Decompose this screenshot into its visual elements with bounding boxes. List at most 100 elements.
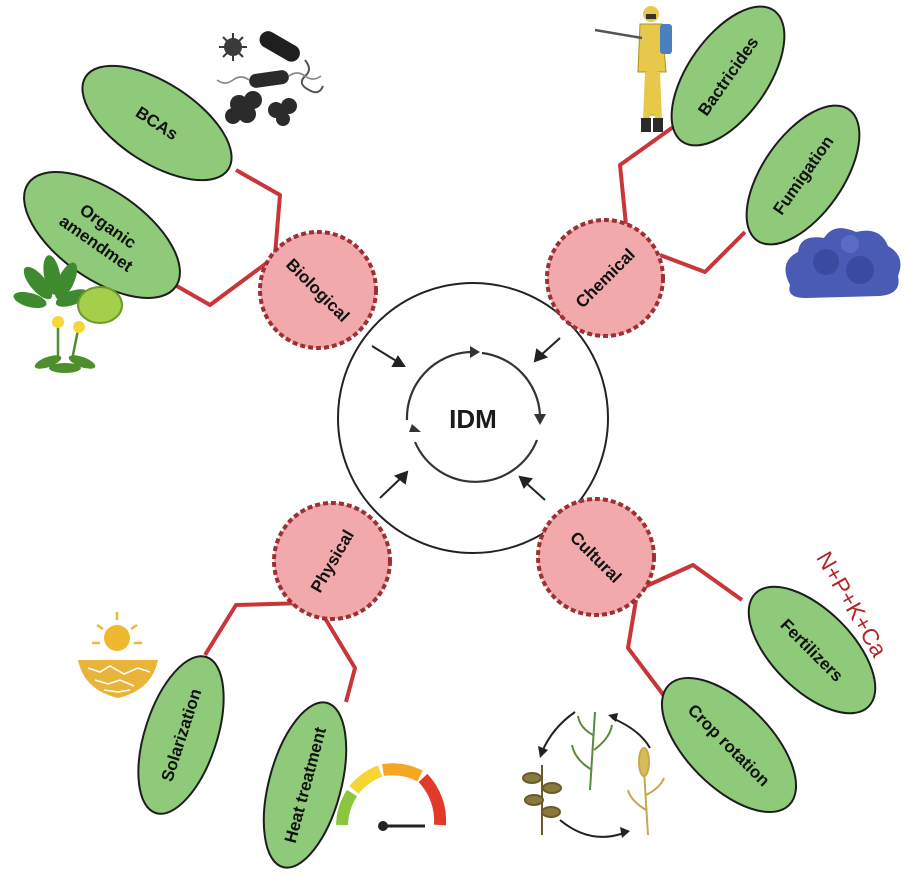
gauge-amber (382, 763, 423, 782)
method-oval (745, 104, 861, 246)
method-bcas: BCAs (81, 64, 233, 182)
arrowhead (409, 424, 421, 432)
idm-center: IDM (337, 282, 609, 554)
gauge-yellow (349, 765, 383, 794)
method-bactricides: Bactricides (670, 5, 786, 147)
sprayer-worker-icon (594, 6, 672, 132)
spray-tank (660, 24, 672, 54)
category-physical: Physical (272, 501, 392, 621)
method-oval (747, 585, 877, 715)
method-organic-amendment: Organic amendmet (23, 171, 181, 299)
flagellum (300, 59, 324, 94)
rotation-arrowheads (538, 713, 630, 838)
cycle-arrowheads (409, 346, 546, 432)
leaf (542, 782, 562, 794)
leaf (68, 355, 96, 369)
ray (96, 623, 104, 631)
arrowhead (393, 470, 409, 485)
rod-bacterium (259, 31, 300, 62)
arrowhead (470, 346, 480, 358)
cycle-arc-bottom (413, 439, 539, 483)
leaf (522, 772, 542, 784)
connector-croprotation (626, 599, 667, 699)
arrowhead (620, 827, 630, 838)
leaflet (23, 266, 53, 300)
leaf (571, 715, 613, 771)
method-fumigation: Fumigation (745, 104, 861, 246)
method-solarization: Solarization (137, 655, 225, 815)
cloud-blob (846, 256, 874, 284)
virus-spikes (219, 33, 247, 61)
rotation-arrows (541, 711, 651, 838)
method-oval (262, 701, 348, 869)
leaflet (13, 291, 47, 309)
arrow-from-biological (371, 345, 399, 363)
method-oval (81, 64, 233, 182)
leaflet (55, 289, 89, 307)
connector-bactricides (618, 123, 678, 236)
arrowhead (533, 348, 549, 363)
category-circle (258, 230, 378, 350)
connector-solarization (203, 601, 306, 657)
coccus (244, 91, 262, 109)
leaf (541, 806, 561, 818)
crop-rotation-icon (522, 711, 665, 838)
ear (638, 747, 650, 777)
leaf (524, 794, 544, 806)
category-circle (536, 497, 656, 617)
sun-rays (92, 612, 142, 645)
arrowhead (391, 355, 406, 367)
gauge-pivot (378, 821, 388, 831)
rotation-arrow (559, 819, 625, 838)
cycle-arc-top (405, 350, 471, 421)
category-circle (272, 501, 392, 621)
idm-outer-ring (337, 282, 609, 554)
rotation-arrow (541, 711, 576, 753)
rosette-leaves (34, 355, 96, 373)
worker-boot (653, 118, 663, 132)
worker-legs (643, 72, 662, 120)
microbes-icon (216, 31, 324, 126)
wheat-plant (627, 747, 665, 836)
method-heat-treatment: Heat treatment (262, 701, 348, 869)
spike (222, 36, 244, 58)
temperature-gauge-icon (336, 763, 447, 831)
cycle-arrows (405, 350, 542, 483)
inward-arrows (371, 337, 561, 501)
soil-cracks (87, 665, 151, 693)
leaflet (54, 262, 78, 300)
flower (52, 316, 64, 328)
maize-plant (571, 711, 613, 791)
connector-fertilizers (641, 563, 744, 602)
arrowhead (538, 746, 548, 758)
bacillus-flagella (216, 72, 322, 84)
arrow-from-physical (379, 476, 403, 499)
method-oval (670, 5, 786, 147)
leaf (34, 355, 62, 369)
arrowhead (518, 475, 533, 489)
category-biological: Biological (258, 230, 378, 350)
coccus (238, 105, 256, 123)
stalk (589, 711, 596, 791)
palmate-leaf (13, 255, 89, 309)
stalk (643, 769, 649, 836)
cloud-blob (813, 249, 839, 275)
cocci-cluster (225, 91, 262, 124)
spray-wand (594, 28, 643, 40)
connector-heat (318, 608, 357, 703)
worker-mask (646, 14, 656, 19)
ray (130, 623, 138, 631)
category-chemical: Chemical (545, 218, 665, 338)
connector-organic (174, 260, 270, 307)
idm-label: IDM (449, 404, 497, 434)
seed (77, 286, 123, 324)
category-cultural: Cultural (536, 497, 656, 617)
arrowhead (534, 414, 546, 425)
coccus (281, 98, 297, 114)
coccus (225, 108, 241, 124)
arrow-from-cultural (524, 481, 546, 501)
leaf (627, 777, 665, 811)
bean-plant (522, 765, 562, 835)
sun (104, 625, 130, 651)
